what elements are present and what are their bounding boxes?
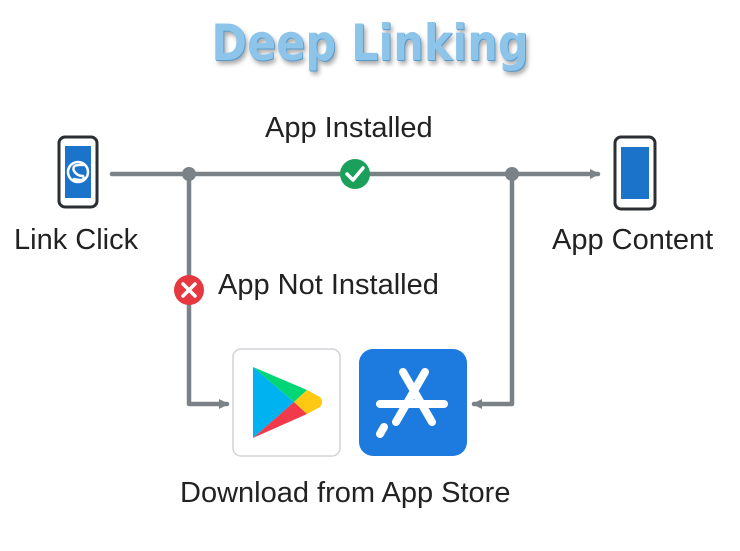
phone-link-icon <box>57 135 99 209</box>
download-label: Download from App Store <box>180 477 511 509</box>
app-installed-label: App Installed <box>265 112 433 144</box>
app-store-path-line <box>471 171 515 409</box>
google-play-icon <box>232 348 341 457</box>
app-store-icon <box>359 349 467 456</box>
x-icon <box>174 275 204 305</box>
phone-icon <box>613 135 657 211</box>
branch-dot-left <box>182 167 196 181</box>
app-not-installed-label: App Not Installed <box>218 269 439 301</box>
link-click-label: Link Click <box>14 224 139 256</box>
diagram-title: Deep Linking <box>211 14 529 72</box>
branch-dot-right <box>505 167 519 181</box>
app-content-label: App Content <box>552 224 714 256</box>
not-installed-path-line <box>186 171 230 409</box>
check-icon <box>340 159 370 189</box>
